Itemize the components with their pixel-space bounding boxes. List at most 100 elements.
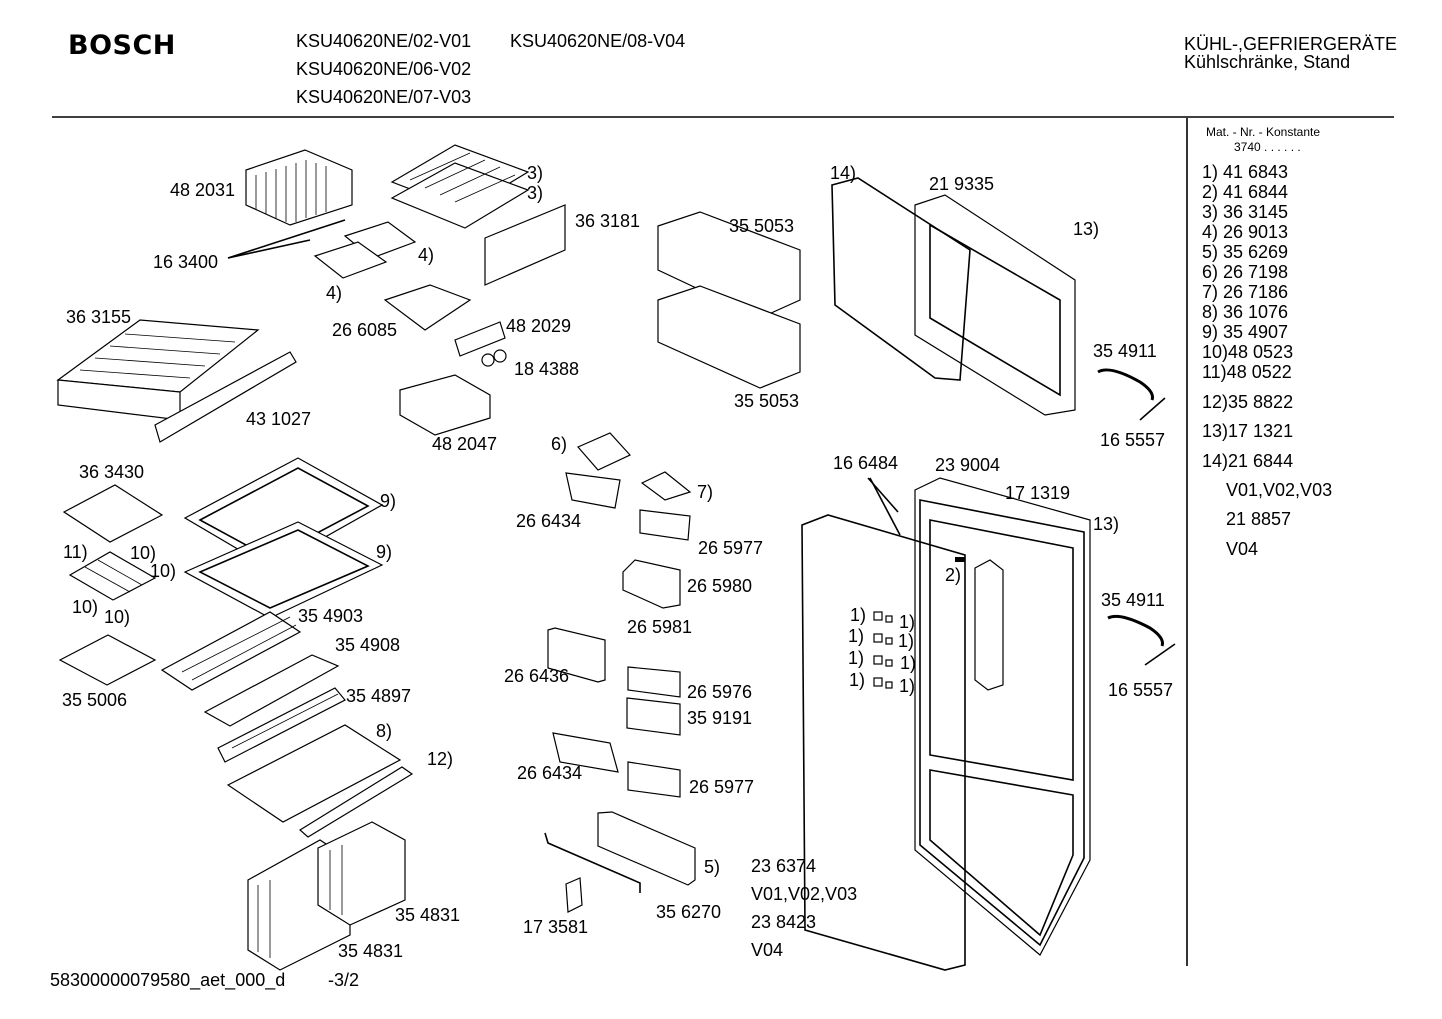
part-label: 3) bbox=[527, 183, 544, 203]
part-label: 23 9004 bbox=[935, 455, 1001, 475]
part-label: 35 4831 bbox=[395, 905, 461, 925]
category-title: KÜHL-,GEFRIERGERÄTE bbox=[1184, 34, 1398, 54]
document-id: 58300000079580_aet_000_d bbox=[50, 970, 286, 990]
part-label: 10) bbox=[130, 543, 157, 563]
part-list-item: 10)48 0523 bbox=[1202, 342, 1294, 362]
part-list-item: 4) 26 9013 bbox=[1202, 222, 1289, 242]
part-variant: V04 bbox=[1226, 539, 1259, 559]
door-bin-part bbox=[657, 211, 801, 319]
door-bin-part bbox=[657, 285, 801, 389]
part-label: 35 4831 bbox=[338, 941, 404, 961]
part-label: 10) bbox=[104, 607, 131, 627]
part-label: 1) bbox=[899, 676, 916, 696]
brand-logo: BOSCH bbox=[68, 30, 176, 61]
part-variant: V01,V02,V03 bbox=[1226, 480, 1333, 500]
part-label: 36 3181 bbox=[575, 211, 641, 231]
part-label: 35 4908 bbox=[335, 635, 401, 655]
fridge-door-part bbox=[914, 477, 1091, 956]
bin-part bbox=[565, 472, 621, 509]
model-number: KSU40620NE/08-V04 bbox=[510, 31, 686, 51]
part-list-item: 11)48 0522 bbox=[1202, 362, 1292, 382]
bin-part bbox=[547, 627, 606, 683]
part-label: 23 6374 bbox=[751, 856, 817, 876]
part-label: 36 3155 bbox=[66, 307, 132, 327]
part-label: 1) bbox=[900, 653, 917, 673]
part-label: 7) bbox=[697, 482, 714, 502]
part-label: 9) bbox=[376, 542, 393, 562]
part-label: 35 5053 bbox=[734, 391, 800, 411]
egg-tray-part bbox=[640, 471, 692, 501]
part-label: 13) bbox=[1093, 514, 1120, 534]
part-label: 43 1027 bbox=[246, 409, 312, 429]
part-label: 9) bbox=[380, 491, 397, 511]
bin-part bbox=[552, 732, 619, 773]
part-label: 4) bbox=[326, 283, 343, 303]
egg-rack-part bbox=[68, 551, 157, 601]
holder-part bbox=[383, 284, 472, 331]
category-subtitle: Kühlschränke, Stand bbox=[1184, 52, 1351, 72]
part-label: 26 5981 bbox=[627, 617, 693, 637]
fridge-door-seal-part bbox=[801, 514, 966, 971]
part-label: V01,V02,V03 bbox=[751, 884, 858, 904]
part-label: 26 6085 bbox=[332, 320, 398, 340]
door-handle-part bbox=[1097, 368, 1166, 421]
door-clip-part bbox=[873, 611, 893, 689]
model-number: KSU40620NE/07-V03 bbox=[296, 87, 472, 107]
drawer-front-strip-part bbox=[154, 351, 297, 443]
bin-part bbox=[627, 666, 681, 698]
freezer-grid-shelf-part bbox=[390, 144, 530, 229]
part-label: 4) bbox=[418, 245, 435, 265]
part-label: 35 4897 bbox=[346, 686, 412, 706]
freezer-door-part bbox=[914, 194, 1076, 416]
model-number: KSU40620NE/06-V02 bbox=[296, 59, 472, 79]
part-label: 26 5977 bbox=[698, 538, 764, 558]
part-label: 1) bbox=[849, 670, 866, 690]
door-handle-part bbox=[1107, 614, 1176, 666]
side-panel-title: Mat. - Nr. - Konstante bbox=[1206, 125, 1321, 139]
part-list-item: 6) 26 7198 bbox=[1202, 262, 1289, 282]
crisper-drawer-part bbox=[56, 319, 260, 421]
part-label: 26 5976 bbox=[687, 682, 753, 702]
clip-part bbox=[565, 877, 583, 913]
part-list-item: 3) 36 3145 bbox=[1202, 202, 1289, 222]
small-box-part bbox=[399, 374, 491, 436]
bin-rail-part bbox=[544, 832, 641, 893]
tray-part bbox=[62, 484, 164, 543]
part-label: 5) bbox=[704, 857, 721, 877]
part-label: 17 3581 bbox=[523, 917, 589, 937]
part-list-item: 2) 41 6844 bbox=[1202, 182, 1289, 202]
part-list-item: 8) 36 1076 bbox=[1202, 302, 1289, 322]
part-label: 14) bbox=[830, 163, 857, 183]
part-label: 26 6434 bbox=[517, 763, 583, 783]
part-list-item: 5) 35 6269 bbox=[1202, 242, 1289, 262]
control-knob-plate-part bbox=[454, 321, 506, 357]
indicator-part bbox=[955, 557, 965, 562]
part-label: 13) bbox=[1073, 219, 1100, 239]
part-label: 10) bbox=[72, 597, 99, 617]
freezer-cover-panel-part bbox=[484, 204, 566, 286]
model-number: KSU40620NE/02-V01 bbox=[296, 31, 472, 51]
part-label: 1) bbox=[850, 605, 867, 625]
part-label: 1) bbox=[899, 612, 916, 632]
holder-part bbox=[622, 559, 681, 609]
part-label: 35 9191 bbox=[687, 708, 753, 728]
freezer-door-seal-part bbox=[831, 177, 971, 381]
part-label: 1) bbox=[848, 626, 865, 646]
part-label: 48 2031 bbox=[170, 180, 236, 200]
part-label: 3) bbox=[527, 163, 544, 183]
crisper-bin-part bbox=[317, 821, 406, 926]
part-variant: 21 8857 bbox=[1226, 509, 1292, 529]
crisper-cover-part bbox=[226, 724, 402, 823]
door-bin-large-part bbox=[597, 811, 696, 886]
part-label: 16 6484 bbox=[833, 453, 899, 473]
part-label: V04 bbox=[751, 940, 784, 960]
part-label: 26 6436 bbox=[504, 666, 570, 686]
part-label: 48 2029 bbox=[506, 316, 572, 336]
part-label: 16 3400 bbox=[153, 252, 219, 272]
part-list-item: 12)35 8822 bbox=[1202, 392, 1294, 412]
part-label: 11) bbox=[63, 542, 88, 562]
part-label: 35 4911 bbox=[1101, 590, 1165, 610]
bin-part bbox=[627, 761, 681, 798]
part-list-item: 7) 26 7186 bbox=[1202, 282, 1289, 302]
part-label: 1) bbox=[848, 648, 865, 668]
